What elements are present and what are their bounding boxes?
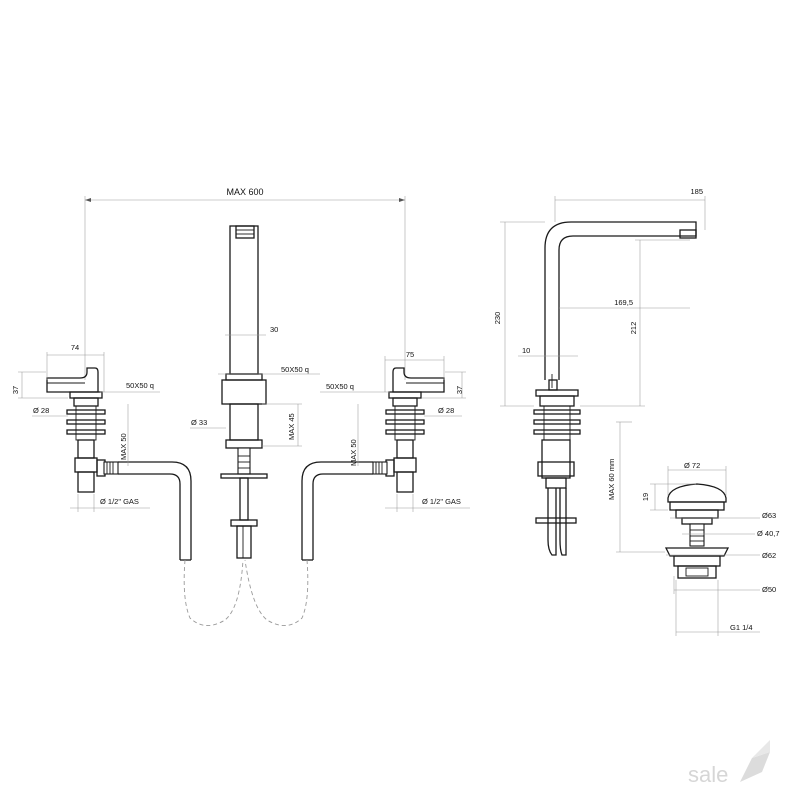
brand-logo: sale — [688, 740, 770, 787]
right-flange-label: 50X50 q — [326, 382, 354, 391]
right-handle-height: 37 — [455, 386, 464, 394]
left-flange-label: 50X50 q — [126, 381, 154, 390]
spout-width: 30 — [270, 325, 278, 334]
overall-width-label: MAX 600 — [226, 187, 263, 197]
spout-thickness: 10 — [522, 346, 530, 355]
d50-label: Ø50 — [762, 585, 776, 594]
right-body-diameter: Ø 28 — [438, 406, 454, 415]
logo-text: sale — [688, 762, 728, 787]
d40-label: Ø 40,7 — [757, 529, 780, 538]
overall-width-dimension: MAX 600 — [84, 187, 406, 380]
left-body-diameter: Ø 28 — [33, 406, 49, 415]
spout-max-thickness: MAX 45 — [287, 413, 296, 440]
right-max-thickness: MAX 50 — [349, 439, 358, 466]
spout-diameter: Ø 33 — [191, 418, 207, 427]
spout-reach: 185 — [690, 187, 703, 196]
waste-view: MAX 60 mm Ø 72 19 Ø63 Ø 40,7 Ø62 Ø50 G1 … — [607, 421, 780, 636]
left-max-thickness: MAX 50 — [119, 433, 128, 460]
cap-height: 19 — [641, 493, 650, 501]
center-spout: 30 50X50 q Ø 33 MAX 45 — [190, 225, 320, 559]
left-handle-height: 37 — [11, 386, 20, 394]
front-view: MAX 600 — [11, 187, 470, 626]
right-valve: 75 37 50X50 q Ø 28 MAX 50 Ø 1/2" GAS — [301, 350, 470, 561]
cap-diameter: Ø 72 — [684, 461, 700, 470]
inner-reach: 169,5 — [614, 298, 633, 307]
d63-label: Ø63 — [762, 511, 776, 520]
thread-label: G1 1/4 — [730, 623, 753, 632]
left-connection: Ø 1/2" GAS — [100, 497, 139, 506]
d62-label: Ø62 — [762, 551, 776, 560]
waste-max-thickness: MAX 60 mm — [607, 459, 616, 500]
right-handle-width: 75 — [406, 350, 414, 359]
outlet-height: 212 — [629, 322, 638, 335]
total-height: 230 — [493, 312, 502, 325]
side-view: 185 230 212 169,5 10 — [493, 187, 706, 556]
left-handle-width: 74 — [71, 343, 79, 352]
right-connection: Ø 1/2" GAS — [422, 497, 461, 506]
flexible-hoses — [183, 559, 309, 626]
spout-flange-label: 50X50 q — [281, 365, 309, 374]
left-valve: 74 37 50X50 q Ø 28 MAX 50 Ø 1/2" GAS — [11, 343, 192, 561]
logo-mark-icon — [740, 752, 770, 782]
